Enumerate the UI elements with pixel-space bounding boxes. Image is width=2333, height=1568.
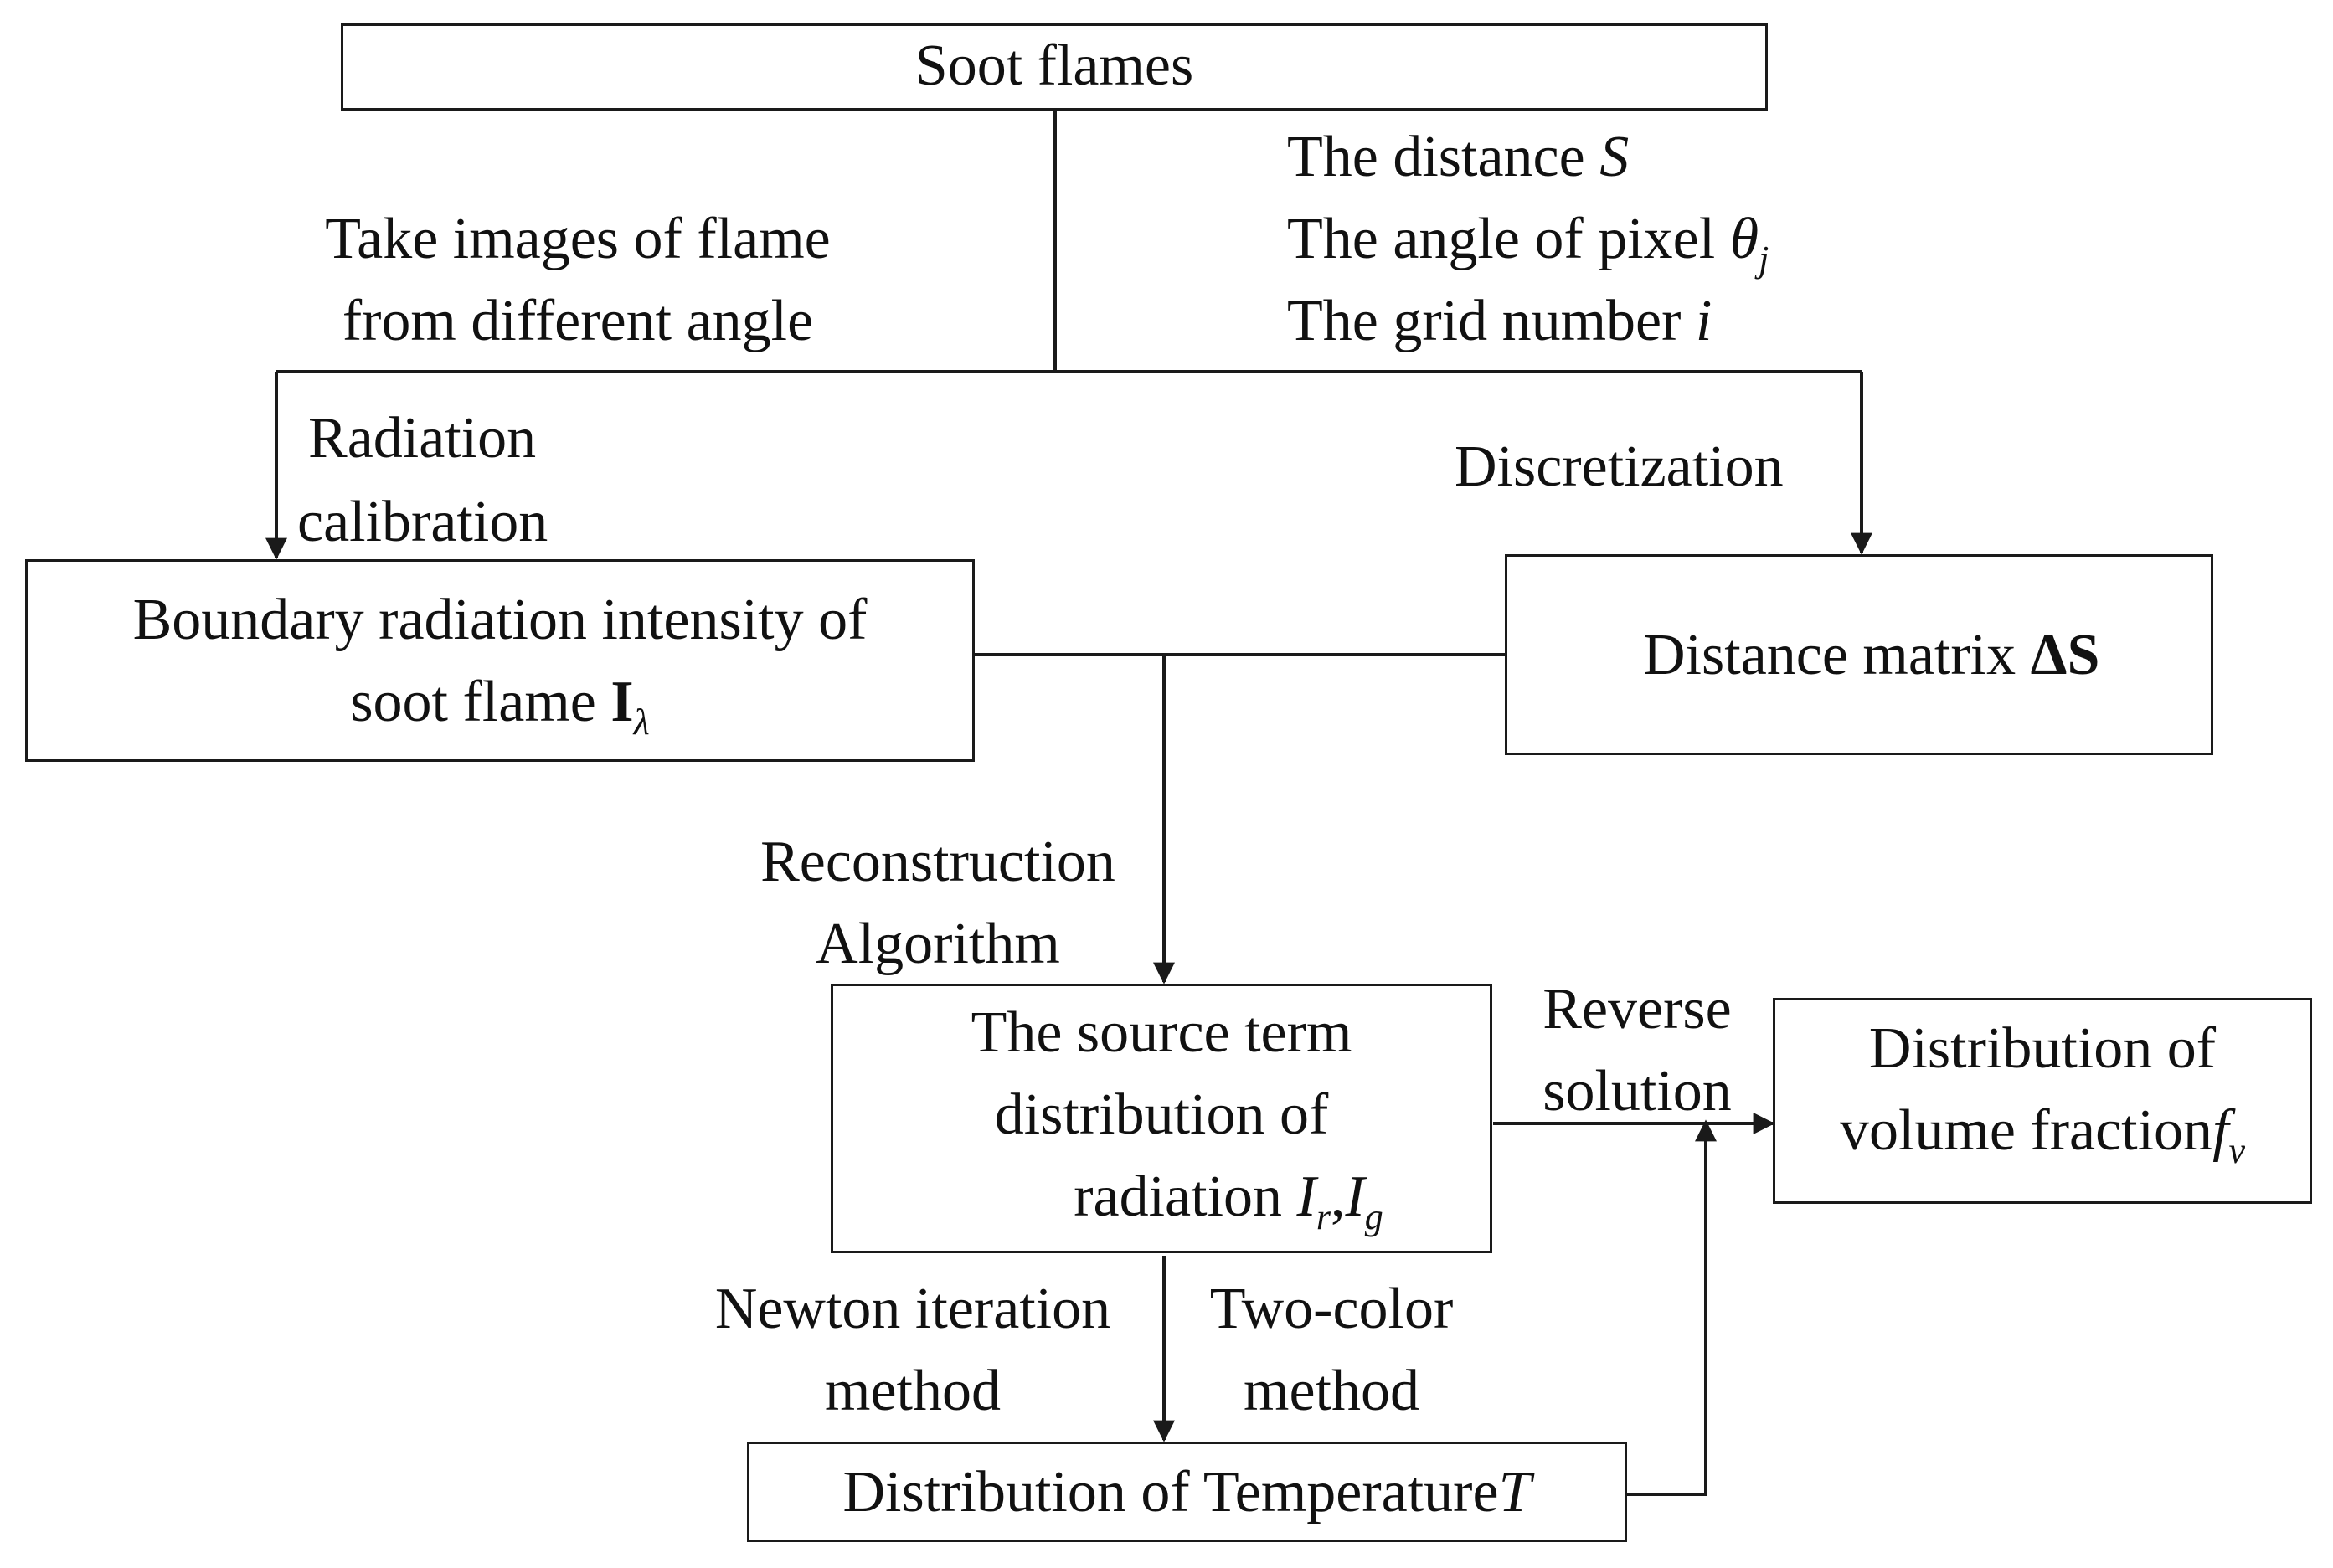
soot-flames-text: Soot flames [914,33,1194,98]
volume-fraction-line-1: Distribution of [1868,1016,2217,1081]
boundary-line-1: Boundary radiation intensity of [132,588,868,652]
volume-fraction-line-2: volume fractionfv [1839,1098,2246,1171]
distance-symbol: S [1599,125,1630,189]
discretization-label: Discretization [1455,434,1784,499]
radiation-calibration-label-1: Radiation [308,406,537,470]
source-term-line-1: The source term [971,1000,1352,1065]
boundary-radiation-box: Boundary radiation intensity of soot fla… [25,559,975,762]
temperature-text: Distribution of TemperatureT [842,1460,1532,1524]
source-term-line-2: distribution of [994,1082,1329,1147]
take-images-label-1: Take images of flame [325,207,831,271]
two-color-label-1: Two-color [1209,1277,1454,1341]
newton-label-1: Newton iteration [714,1277,1111,1341]
temperature-feedback-line [1627,1122,1707,1496]
intensity-symbol: I [610,670,634,734]
param-distance: The distance S [1287,125,1630,189]
source-term-line-3: radiation Ir,Ig [1074,1164,1383,1237]
reverse-solution-label-2: solution [1542,1059,1732,1123]
delta-s-symbol: ΔS [2030,623,2100,687]
radiation-calibration-label-2: calibration [297,490,548,554]
theta-symbol: θ [1729,207,1759,271]
temperature-symbol: T [1498,1460,1532,1524]
volume-fraction-box: Distribution of volume fractionfv [1773,998,2312,1204]
distance-matrix-box: Distance matrix ΔS [1505,554,2213,755]
two-color-label-2: method [1244,1359,1419,1423]
soot-flames-box: Soot flames [341,23,1768,111]
temperature-box: Distribution of TemperatureT [747,1442,1627,1542]
reconstruction-label-1: Reconstruction [760,830,1115,894]
newton-label-2: method [825,1359,1001,1423]
distance-matrix-text: Distance matrix ΔS [1643,623,2100,687]
take-images-label-2: from different angle [342,289,814,353]
reverse-solution-label-1: Reverse [1542,977,1732,1041]
reconstruction-label-2: Algorithm [816,912,1060,976]
source-term-box: The source term distribution of radiatio… [831,984,1492,1253]
grid-symbol: i [1695,289,1712,353]
boundary-line-2: soot flame Iλ [350,670,650,743]
param-grid: The grid number i [1287,289,1712,353]
param-angle: The angle of pixel θj [1287,207,1769,280]
